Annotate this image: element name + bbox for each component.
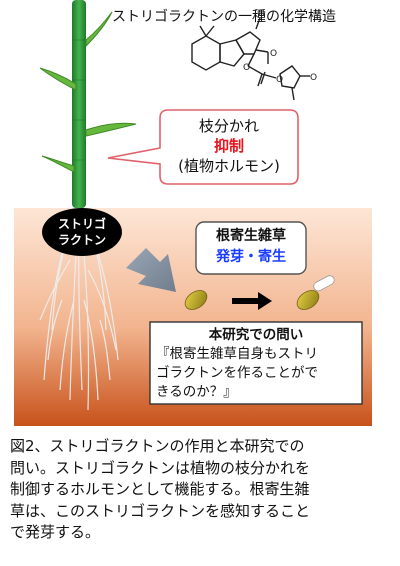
caption-line-4: 草は、このストリゴラクトンを感知すること (10, 501, 311, 520)
question-box (149, 321, 363, 405)
weed-box (195, 221, 307, 275)
figure-caption: 図2、ストリゴラクトンの作用と本研究での 問い。ストリゴラクトンは植物の枝分かれ… (10, 436, 394, 544)
black-arrow (232, 292, 272, 310)
caption-line-3: 制御するホルモンとして機能する。根寄生雑 (10, 480, 310, 498)
strigolactone-ellipse (42, 208, 122, 256)
strigolactone-label-line2: ラクトン (57, 233, 106, 247)
bubble-line-inhibit: 抑制 (213, 137, 244, 155)
bubble-line-branching: 枝分かれ (198, 117, 259, 135)
question-title: 本研究での問い (208, 327, 304, 343)
weed-box-germination: 発芽・寄生 (216, 249, 286, 265)
question-line-2: ゴラクトンを作ることがで (156, 365, 318, 381)
atom-o-1: O (258, 9, 265, 19)
chemical-structure (191, 17, 310, 101)
question-line-1: 『根寄生雑草自身もストリ (156, 346, 318, 362)
weed-box-title: 根寄生雑草 (216, 228, 286, 244)
atom-o-3: O (243, 63, 250, 73)
caption-line-1: 図2、ストリゴラクトンの作用と本研究での (10, 437, 305, 455)
atom-o-2: O (270, 49, 277, 59)
strigolactone-label-line1: ストリゴ (57, 217, 106, 231)
hormone-bubble-text: 枝分かれ 抑制 (植物ホルモン) (160, 116, 298, 176)
hormone-bubble (107, 109, 299, 185)
atom-o-4: O (276, 75, 283, 85)
question-box-text: 本研究での問い 『根寄生雑草自身もストリ ゴラクトンを作ることがで きるのか？』 (156, 326, 356, 402)
structure-title: ストリゴラクトンの一種の化学構造 (112, 9, 336, 25)
strigolactone-label: ストリゴ ラクトン (42, 216, 122, 248)
atom-o-5: O (310, 73, 317, 83)
leaf-right-mid (85, 122, 137, 137)
plant-stem (72, 0, 86, 208)
seed-left (184, 290, 208, 310)
seed-right (296, 290, 320, 310)
caption-line-5: で発芽する。 (10, 523, 101, 541)
leaf-left-top (39, 67, 77, 91)
gray-arrow (126, 248, 176, 292)
bubble-line-hormone: (植物ホルモン) (178, 157, 280, 175)
weed-box-text: 根寄生雑草 発芽・寄生 (196, 226, 306, 268)
plant-leaves (39, 11, 137, 173)
leaf-right-top (85, 11, 113, 48)
leaf-left-low (41, 155, 75, 173)
caption-line-2: 問い。ストリゴラクトンは植物の枝分かれを (10, 458, 311, 477)
question-line-3: きるのか？』 (156, 384, 237, 400)
seed-sprout (313, 275, 335, 292)
